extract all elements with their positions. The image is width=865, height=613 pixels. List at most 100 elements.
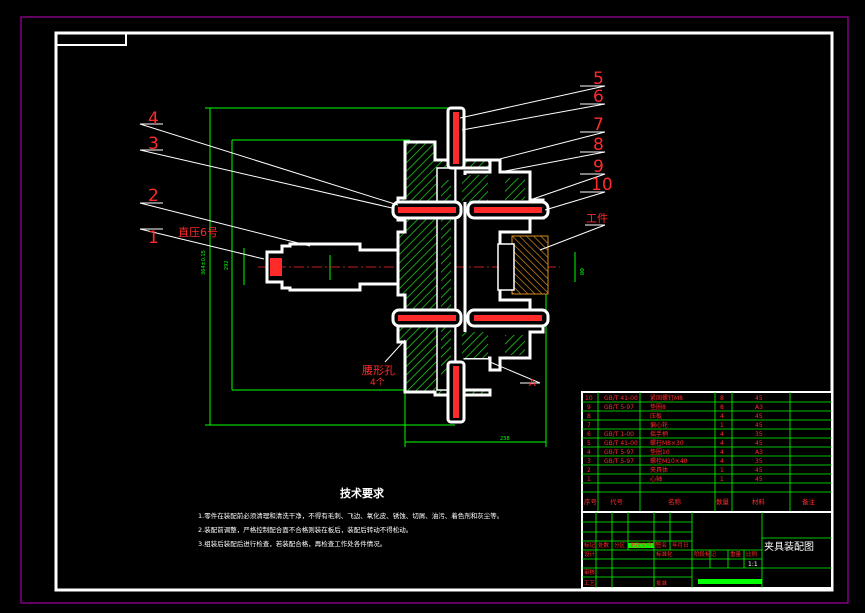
bom-name: 心轴: [650, 475, 662, 483]
bom-no: 8: [587, 413, 591, 420]
bom-header-name: 名称: [668, 497, 682, 506]
bom-mat: 45: [755, 422, 763, 429]
title-block-fill: [698, 579, 762, 584]
workpiece: [497, 235, 549, 295]
bom-mat: 45: [755, 476, 763, 483]
tb-label: 分区: [614, 541, 626, 549]
bom-header-no: 序号: [584, 497, 598, 506]
tb-label: 年月日: [672, 541, 689, 549]
screw-top: [446, 106, 466, 170]
tb-label: 处数: [598, 541, 610, 549]
bom-mat: 35: [755, 431, 763, 438]
bolt-lower-right: [466, 308, 550, 328]
bom-name: 压板: [650, 412, 662, 420]
tech-req-line: 3.组装后装配后进行检查，若装配合格，再检查工作处各件情况。: [198, 539, 386, 548]
workpiece-callout: 工件: [586, 212, 608, 225]
tb-label: 批准: [656, 579, 668, 587]
tb-label: 工艺: [584, 580, 596, 587]
balloon-3: 3: [148, 134, 159, 154]
bom-name: 螺栓M10×40: [650, 457, 688, 465]
balloon-1: 1: [148, 228, 159, 248]
tb-label: 标记: [584, 541, 596, 549]
bom-qty: 1: [720, 467, 724, 474]
bom-qty: 4: [720, 458, 724, 465]
tb-label: 审核: [584, 568, 596, 576]
bom-no: 1: [587, 476, 591, 483]
bom-name: 摇手柄: [650, 430, 668, 438]
bom-no: 7: [587, 422, 591, 429]
bom-header-mat: 材料: [752, 497, 766, 506]
bom-name: 紧固螺钉M8: [650, 394, 683, 402]
balloon-8: 8: [593, 135, 604, 155]
section-callout: A: [529, 378, 536, 389]
tech-req-title: 技术要求: [340, 486, 385, 500]
bom-header-qty: 数量: [716, 497, 730, 506]
bom-no: 2: [587, 467, 591, 474]
leader-lines: [139, 85, 606, 384]
balloon-labels: 1 2 3 4 5 6 7 8 9 10: [148, 69, 613, 248]
svg-text:238: 238: [500, 436, 510, 442]
bom-no: 5: [587, 440, 591, 447]
bolt-lower-left: [391, 308, 463, 328]
balloon-6: 6: [593, 87, 604, 107]
bom-header: 序号 代号 名称 数量 材料 备注: [584, 497, 816, 506]
tb-label: 比例: [746, 550, 758, 558]
drawing-scale: 1:1: [748, 561, 758, 568]
bom-qty: 1: [720, 476, 724, 483]
sheet-inner-frame: [54, 31, 834, 592]
bom-name: 螺柱M8×30: [650, 439, 684, 447]
tb-label: 签名: [656, 541, 667, 549]
tech-req-lines: 1.零件在装配前必须清理和清洗干净，不得有毛刺、飞边、氧化皮、锈蚀、切屑、油污、…: [198, 511, 503, 548]
svg-text:364±0.15: 364±0.15: [201, 250, 207, 275]
dimension-values: 364±0.15 292 238 Φ8: [201, 250, 584, 442]
bom-name: 偏心轮: [650, 421, 668, 429]
bom-no: 3: [587, 458, 591, 465]
bom-mat: 45: [755, 413, 763, 420]
title-block-fill: [628, 543, 654, 548]
title-block-labels: 标记 处数 分区 更改文件号 签名 年月日 设计 标准化 审核 工艺 批准 阶段…: [584, 541, 758, 587]
balloon-7: 7: [593, 115, 604, 135]
bom-header-note: 备注: [802, 497, 816, 506]
bom-no: 10: [585, 395, 593, 402]
tb-label: 设计: [584, 550, 596, 558]
bom-code: GB/T 5-97: [604, 449, 634, 456]
bom-name: 垫圈10: [650, 448, 670, 456]
bracket-callout: 直压6号: [178, 225, 218, 239]
bom-qty: 4: [720, 440, 724, 447]
bom-rows: 10 GB/T 41-00 紧固螺钉M8 8 45 9 GB/T 5-97 垫圈…: [585, 394, 763, 483]
bom-code: GB/T 41-00: [604, 395, 638, 402]
waist-hole-callout: 腰形孔: [362, 364, 395, 377]
svg-text:Φ8: Φ8: [578, 268, 584, 275]
bom-qty: 8: [720, 404, 724, 411]
tb-label: 阶段标记: [694, 550, 717, 558]
bom-code: GB/T 5-97: [604, 404, 634, 411]
title-block-grid: [582, 512, 832, 588]
bom-qty: 1: [720, 422, 724, 429]
tb-label: 重量: [730, 550, 742, 558]
bom-no: 9: [587, 404, 591, 411]
bom-code: GB/T 1-00: [604, 431, 634, 438]
bom-mat: 45: [755, 467, 763, 474]
balloon-4: 4: [148, 109, 159, 129]
svg-text:292: 292: [224, 260, 230, 270]
balloon-5: 5: [593, 69, 604, 89]
bom-table: 10 GB/T 41-00 紧固螺钉M8 8 45 9 GB/T 5-97 垫圈…: [581, 391, 833, 513]
balloon-2: 2: [148, 186, 159, 206]
bom-qty: 4: [720, 413, 724, 420]
bom-mat: A3: [755, 404, 763, 411]
bom-qty: 8: [720, 395, 724, 402]
tech-req-line: 1.零件在装配前必须清理和清洗干净，不得有毛刺、飞边、氧化皮、锈蚀、切屑、油污、…: [198, 511, 503, 520]
screw-bottom: [446, 360, 466, 424]
bom-mat: A3: [755, 449, 763, 456]
drawing-name: 夹具装配图: [764, 540, 814, 553]
bom-mat: 45: [755, 440, 763, 447]
bolt-upper-left: [391, 200, 463, 220]
waist-hole-count: 4个: [370, 377, 385, 388]
dimension-lines: [205, 107, 576, 447]
bom-name: 垫圈8: [650, 403, 666, 411]
title-block: 标记 处数 分区 更改文件号 签名 年月日 设计 标准化 审核 工艺 批准 阶段…: [581, 511, 833, 589]
bom-code: GB/T 5-97: [604, 458, 634, 465]
bolt-upper-right: [466, 200, 550, 220]
bom-code: GB/T 41-00: [604, 440, 638, 447]
